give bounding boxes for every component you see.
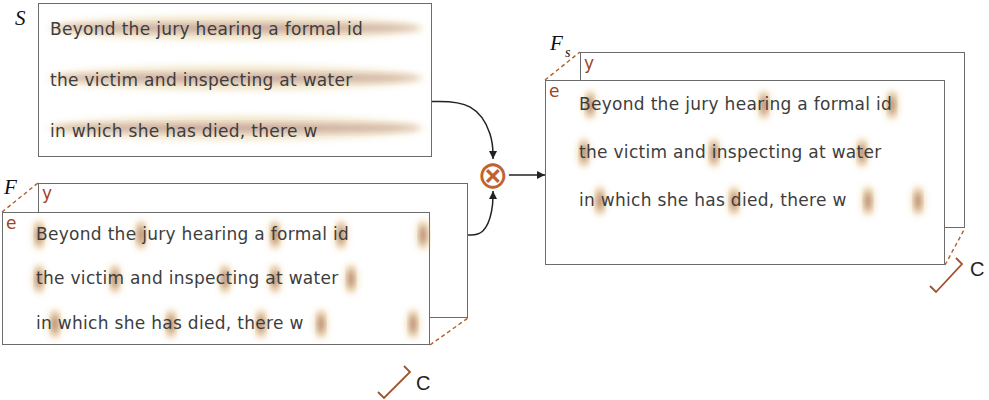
handwriting-line: the victim and inspecting at water xyxy=(24,268,430,288)
symbol-label: s xyxy=(564,46,580,60)
input-panel: SBeyond the jury hearing a formal id the … xyxy=(15,3,432,157)
channel-count: C xyxy=(416,372,430,394)
handwriting-line: in which she has died, there w xyxy=(38,121,432,141)
attention-blob xyxy=(865,191,871,211)
flow-arrow xyxy=(468,191,493,235)
handwriting-line: in which she has died, there w xyxy=(567,190,945,210)
attention-blob xyxy=(861,186,875,216)
handwriting-line: in which she has died, there w xyxy=(24,313,430,333)
weighted-panel-front: eBeyond the jury hearing a formal id the … xyxy=(545,80,945,265)
attention-blob xyxy=(410,314,416,334)
attention-blob xyxy=(911,186,925,216)
symbol-label: F xyxy=(550,32,564,54)
attention-blob xyxy=(348,269,354,289)
depth-dash xyxy=(545,52,580,80)
channel-count: C xyxy=(970,258,984,280)
symbol-label: F xyxy=(2,176,38,198)
flow-arrow xyxy=(509,174,545,176)
attention-blob xyxy=(420,225,426,245)
handwriting-line: the victim and inspecting at water xyxy=(38,70,432,90)
channel-label: y xyxy=(38,184,468,202)
handwriting-line: Beyond the jury hearing a formal id xyxy=(38,19,432,39)
depth-dash xyxy=(430,318,468,345)
operator-symbol: ⊗ xyxy=(477,159,509,191)
depth-dash xyxy=(945,228,965,265)
channel-label: e xyxy=(2,214,24,232)
channel-bracket xyxy=(378,366,410,398)
handwriting-line: Beyond the jury hearing a formal id xyxy=(24,224,430,244)
label-holder: C xyxy=(970,258,984,280)
attention-blob xyxy=(314,309,328,339)
attention-blob xyxy=(416,220,430,250)
channel-label: y xyxy=(580,54,965,72)
handwriting-line: Beyond the jury hearing a formal id xyxy=(567,94,945,114)
channel-label: e xyxy=(545,82,567,100)
attention-blob xyxy=(318,314,324,334)
attention-blob xyxy=(406,309,420,339)
flow-arrow xyxy=(432,102,493,159)
attention-blob xyxy=(344,264,358,294)
feature-panel-front: eBeyond the jury hearing a formal id the … xyxy=(2,212,430,345)
attention-blob xyxy=(915,191,921,211)
symbol-label: S xyxy=(15,7,38,29)
label-holder: C xyxy=(416,372,430,394)
handwriting-line: the victim and inspecting at water xyxy=(567,142,945,162)
multiply-operator: ⊗ xyxy=(477,159,509,191)
